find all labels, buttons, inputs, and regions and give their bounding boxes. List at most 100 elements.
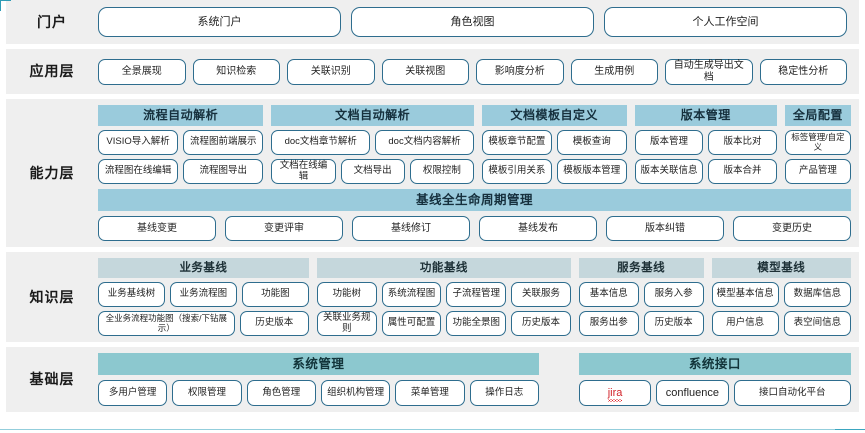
layer-base-body: 系统管理 多用户管理 权限管理 角色管理 组织机构管理 菜单管理 操作日志 系统… [98, 353, 851, 406]
knowledge-group-row: 关联业务规则 属性可配置 功能全景图 历史版本 [316, 311, 571, 336]
app-item-relation-view[interactable]: 关联视图 [381, 58, 469, 85]
cap-item-product-mgmt[interactable]: 产品管理 [784, 159, 851, 184]
base-item-menu-mgmt[interactable]: 菜单管理 [395, 380, 465, 406]
lifecycle-item-list: 基线变更 变更评审 基线修订 基线发布 版本纠错 变更历史 [98, 216, 851, 241]
capability-group-row: 版本管理 版本比对 [634, 130, 777, 155]
cap-item-doc-content-parse[interactable]: doc文档内容解析 [375, 130, 474, 155]
portal-item-role-view[interactable]: 角色视图 [351, 7, 594, 37]
cap-item-template-version-mgmt[interactable]: 模板版本管理 [556, 159, 627, 184]
lifecycle-item-baseline-revision[interactable]: 基线修订 [352, 216, 470, 241]
capability-group-row: 文档在线编辑 文档导出 权限控制 [271, 159, 474, 184]
app-item-knowledge-search[interactable]: 知识检索 [192, 58, 280, 85]
portal-item-list: 系统门户 角色视图 个人工作空间 [98, 7, 851, 37]
know-item-service-basic-info[interactable]: 基本信息 [578, 282, 639, 307]
know-item-business-flowchart[interactable]: 业务流程图 [169, 282, 237, 307]
portal-item-personal-workspace[interactable]: 个人工作空间 [604, 7, 847, 37]
app-item-stability-analysis[interactable]: 稳定性分析 [759, 58, 847, 85]
capability-group-list: 流程自动解析 VISIO导入解析 流程图前端展示 流程图在线编辑 流程图导出 文… [98, 105, 851, 184]
capability-group-row: 产品管理 [784, 159, 851, 184]
cap-item-permission-control[interactable]: 权限控制 [409, 159, 474, 184]
app-item-relation-recognition[interactable]: 关联识别 [287, 58, 375, 85]
know-item-function-tree[interactable]: 功能树 [316, 282, 377, 307]
lifecycle-item-baseline-change[interactable]: 基线变更 [98, 216, 216, 241]
know-item-history-version-service[interactable]: 历史版本 [643, 311, 704, 336]
cap-item-template-query[interactable]: 模板查询 [556, 130, 627, 155]
know-item-tablespace-info[interactable]: 表空间信息 [783, 311, 852, 336]
bottom-rule-decoration [0, 429, 835, 430]
app-item-impact-analysis[interactable]: 影响度分析 [476, 58, 564, 85]
layer-application: 应用层 全景展现 知识检索 关联识别 关联视图 影响度分析 生成用例 自动生成导… [6, 49, 859, 94]
base-item-org-structure-mgmt[interactable]: 组织机构管理 [320, 380, 391, 406]
knowledge-group-row: 服务出参 历史版本 [578, 311, 704, 336]
cap-item-visio-import-parse[interactable]: VISIO导入解析 [98, 130, 179, 155]
capability-group-row: 流程图在线编辑 流程图导出 [98, 159, 264, 184]
base-item-confluence[interactable]: confluence [656, 380, 729, 406]
base-item-jira[interactable]: jira [578, 380, 652, 406]
knowledge-group-function-baseline: 功能基线 功能树 系统流程图 子流程管理 关联服务 关联业务规则 属性可配置 功… [316, 258, 571, 336]
layer-application-body: 全景展现 知识检索 关联识别 关联视图 影响度分析 生成用例 自动生成导出文档 … [98, 58, 851, 85]
knowledge-group-row: 业务基线树 业务流程图 功能图 [98, 282, 309, 307]
base-item-operation-log[interactable]: 操作日志 [469, 380, 539, 406]
capability-group-doc-template: 文档模板自定义 模板章节配置 模板查询 模板引用关系 模板版本管理 [481, 105, 627, 184]
know-item-related-business-rule[interactable]: 关联业务规则 [316, 311, 377, 336]
capability-group-title: 版本管理 [634, 105, 777, 126]
corner-decoration-top-left [0, 0, 11, 11]
cap-item-version-mgmt[interactable]: 版本管理 [634, 130, 704, 155]
capability-group-global-config: 全局配置 标签管理/自定义 产品管理 [784, 105, 851, 184]
know-item-attribute-configurable[interactable]: 属性可配置 [381, 311, 442, 336]
app-item-panorama[interactable]: 全景展现 [98, 58, 186, 85]
capability-group-row: VISIO导入解析 流程图前端展示 [98, 130, 264, 155]
cap-item-version-merge[interactable]: 版本合并 [708, 159, 777, 184]
cap-item-tag-mgmt-custom[interactable]: 标签管理/自定义 [784, 130, 851, 155]
cap-item-flow-export[interactable]: 流程图导出 [183, 159, 264, 184]
capability-lifecycle-section: 基线全生命周期管理 基线变更 变更评审 基线修订 基线发布 版本纠错 变更历史 [98, 189, 851, 241]
know-item-service-output-param[interactable]: 服务出参 [578, 311, 639, 336]
base-item-role-mgmt[interactable]: 角色管理 [246, 380, 316, 406]
layer-capability-label: 能力层 [29, 164, 75, 181]
capability-group-row: 模板引用关系 模板版本管理 [481, 159, 627, 184]
lifecycle-item-version-correction[interactable]: 版本纠错 [606, 216, 724, 241]
app-item-auto-export-doc[interactable]: 自动生成导出文档 [665, 58, 753, 85]
know-item-full-business-flow-function-diagram[interactable]: 全业务流程功能图（搜索/下钻展示） [98, 311, 235, 336]
cap-item-doc-online-edit[interactable]: 文档在线编辑 [271, 159, 336, 184]
know-item-database-info[interactable]: 数据库信息 [783, 282, 852, 307]
knowledge-group-model-baseline: 模型基线 模型基本信息 数据库信息 用户信息 表空间信息 [711, 258, 852, 336]
layer-base-label: 基础层 [29, 371, 75, 388]
know-item-function-panorama[interactable]: 功能全景图 [446, 311, 507, 336]
base-item-multi-user-mgmt[interactable]: 多用户管理 [98, 380, 168, 406]
jira-label: jira [607, 386, 623, 402]
know-item-system-flowchart[interactable]: 系统流程图 [381, 282, 442, 307]
layer-application-label: 应用层 [29, 63, 75, 80]
cap-item-template-chapter-config[interactable]: 模板章节配置 [481, 130, 552, 155]
cap-item-version-compare[interactable]: 版本比对 [708, 130, 777, 155]
knowledge-group-title: 服务基线 [578, 258, 704, 278]
layer-portal: 门户 系统门户 角色视图 个人工作空间 [6, 0, 859, 44]
application-item-list: 全景展现 知识检索 关联识别 关联视图 影响度分析 生成用例 自动生成导出文档 … [98, 58, 851, 85]
know-item-history-version-function[interactable]: 历史版本 [511, 311, 571, 336]
know-item-subprocess-mgmt[interactable]: 子流程管理 [446, 282, 507, 307]
cap-item-template-reference[interactable]: 模板引用关系 [481, 159, 552, 184]
cap-item-version-relation-info[interactable]: 版本关联信息 [634, 159, 704, 184]
knowledge-group-list: 业务基线 业务基线树 业务流程图 功能图 全业务流程功能图（搜索/下钻展示） 历… [98, 258, 852, 336]
base-item-interface-automation-platform[interactable]: 接口自动化平台 [733, 380, 851, 406]
knowledge-group-row: 模型基本信息 数据库信息 [711, 282, 852, 307]
cap-item-flow-frontend-display[interactable]: 流程图前端展示 [183, 130, 264, 155]
know-item-service-input-param[interactable]: 服务入参 [643, 282, 704, 307]
lifecycle-item-change-review[interactable]: 变更评审 [225, 216, 343, 241]
know-item-related-service[interactable]: 关联服务 [511, 282, 571, 307]
know-item-business-baseline-tree[interactable]: 业务基线树 [98, 282, 165, 307]
capability-group-title: 文档模板自定义 [481, 105, 627, 126]
know-item-history-version-business[interactable]: 历史版本 [239, 311, 309, 336]
know-item-function-diagram[interactable]: 功能图 [241, 282, 309, 307]
app-item-generate-usecase[interactable]: 生成用例 [570, 58, 658, 85]
capability-group-process-parse: 流程自动解析 VISIO导入解析 流程图前端展示 流程图在线编辑 流程图导出 [98, 105, 264, 184]
lifecycle-item-baseline-release[interactable]: 基线发布 [479, 216, 597, 241]
cap-item-doc-export[interactable]: 文档导出 [340, 159, 405, 184]
base-item-permission-mgmt[interactable]: 权限管理 [172, 380, 242, 406]
lifecycle-item-change-history[interactable]: 变更历史 [733, 216, 851, 241]
know-item-model-basic-info[interactable]: 模型基本信息 [711, 282, 779, 307]
cap-item-doc-chapter-parse[interactable]: doc文档章节解析 [271, 130, 371, 155]
know-item-user-info[interactable]: 用户信息 [711, 311, 779, 336]
portal-item-system-portal[interactable]: 系统门户 [98, 7, 341, 37]
cap-item-flow-online-edit[interactable]: 流程图在线编辑 [98, 159, 179, 184]
